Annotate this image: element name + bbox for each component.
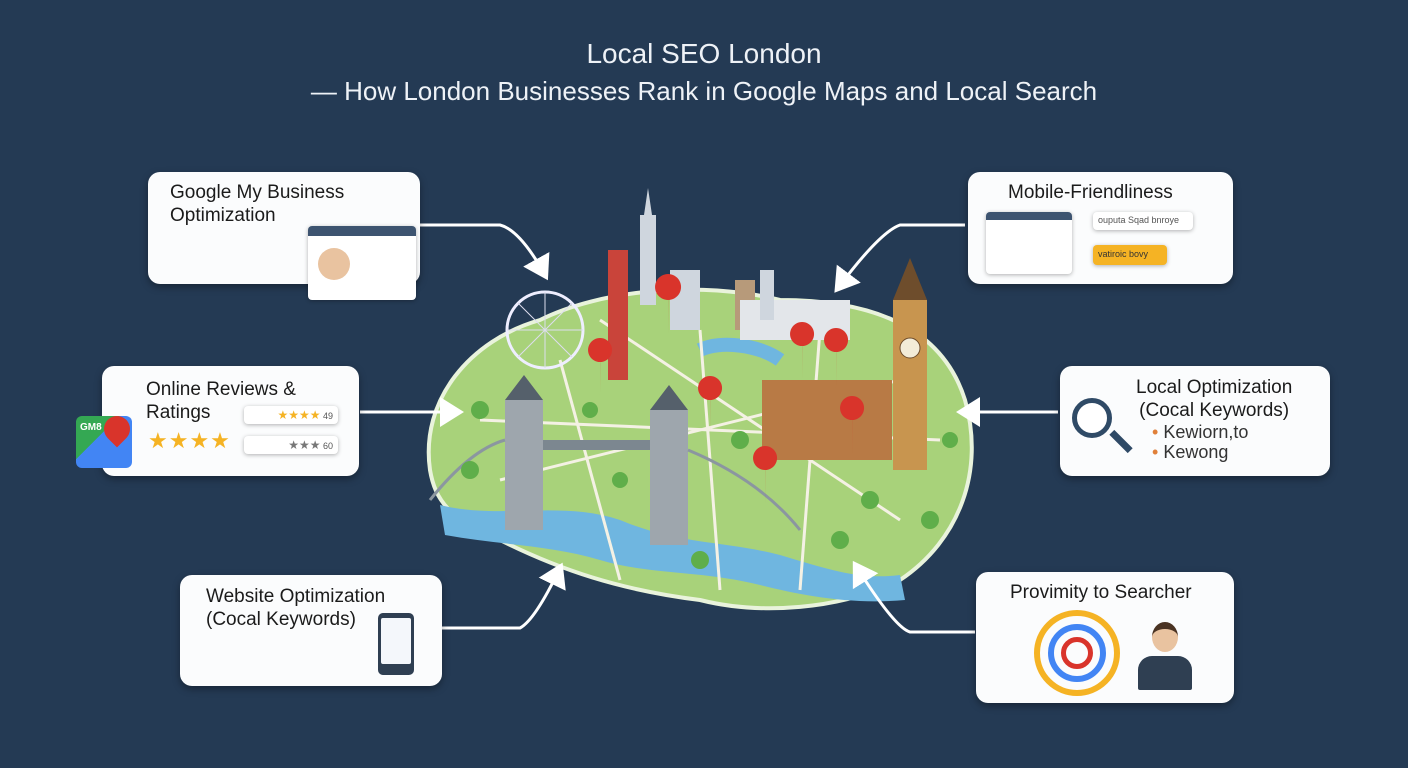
business-profile-icon [308, 226, 416, 300]
review-count: 49 [322, 411, 333, 421]
page-subtitle: — How London Businesses Rank in Google M… [310, 76, 1098, 106]
card-local-optimization: Local Optimization(Cocal Keywords) • Kew… [1060, 366, 1330, 476]
magnifier-icon [1072, 398, 1112, 438]
card-title: Online Reviews &Ratings [146, 378, 296, 424]
google-maps-logo-icon: GM8 [76, 416, 132, 468]
review-row: ★★★★ 49 [244, 406, 338, 424]
title-line: Website Optimization [206, 586, 386, 607]
chip: ouputa Sqad bnroye [1093, 212, 1193, 230]
target-radius-icon [1034, 610, 1120, 696]
list-item: • Kewiorn,to [1152, 422, 1249, 442]
review-row: ★★★ 60 [244, 436, 338, 454]
keyword-list: • Kewiorn,to • Kewong [1152, 422, 1248, 462]
title-line: Optimization [170, 205, 276, 226]
title-line: (Cocal Keywords) [206, 609, 356, 630]
smartphone-icon [378, 613, 414, 675]
card-proximity: Provimity to Searcher [976, 572, 1234, 703]
title-line: Ratings [146, 402, 211, 423]
tower-bridge [428, 375, 802, 545]
star-rating-icon: ★★★★ [148, 428, 231, 453]
parliament [762, 380, 892, 460]
london-eye [505, 290, 585, 370]
big-ben [893, 258, 927, 470]
avatar [318, 248, 350, 280]
title-line: Online Reviews & [146, 379, 296, 400]
title-line: (Cocal Keywords) [1139, 400, 1290, 421]
title-line: Local Optimization [1136, 377, 1293, 398]
arrows [360, 223, 1058, 634]
river-thames [440, 505, 905, 602]
card-title: Local Optimization(Cocal Keywords) [1136, 376, 1292, 422]
card-website-optimization: Website Optimization(Cocal Keywords) [180, 575, 442, 686]
card-mobile-friendliness: Mobile-Friendliness ouputa Sqad bnroye v… [968, 172, 1233, 284]
review-count: 60 [322, 441, 333, 451]
card-title: Provimity to Searcher [1010, 582, 1192, 603]
location-pins [588, 274, 865, 505]
person-avatar-icon [1138, 622, 1192, 690]
chip: vatiroic bovy [1093, 245, 1167, 265]
card-title: Website Optimization(Cocal Keywords) [206, 585, 385, 631]
list-item: • Kewong [1152, 442, 1229, 462]
card-title: Mobile-Friendliness [1008, 182, 1173, 203]
logo-text: GM8 [80, 422, 102, 433]
browser-window-icon [986, 212, 1072, 274]
trees [461, 401, 958, 569]
page-title: Local SEO London [586, 38, 822, 69]
card-online-reviews: Online Reviews &Ratings ★★★★ ★★★★ 49 ★★★… [102, 366, 359, 476]
title-line: Google My Business [170, 182, 345, 203]
